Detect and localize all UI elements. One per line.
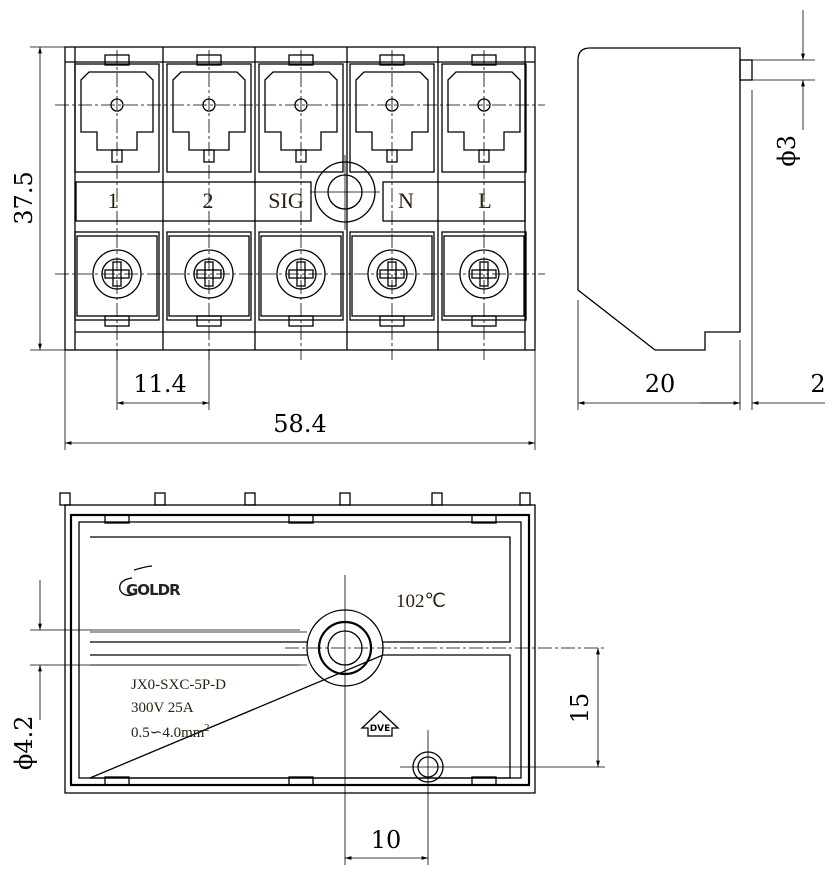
- terminal-label-2: 2: [203, 188, 214, 213]
- terminal-label-n: N: [398, 188, 414, 213]
- dim-pitch: 11.4: [133, 370, 186, 398]
- top-view: [55, 46, 545, 360]
- dim-hole-diameter: ϕ4.2: [10, 715, 38, 770]
- dim-hole-offset-x: 10: [371, 826, 402, 854]
- model-number: JX0-SXC-5P-D: [131, 677, 226, 693]
- dim-pin-diameter: ϕ3: [773, 135, 801, 167]
- temperature-rating: 102℃: [396, 591, 446, 612]
- terminal-label-l: L: [478, 188, 491, 213]
- bottom-view: [59, 492, 605, 865]
- dim-height: 37.5: [10, 171, 38, 224]
- screw-icon[interactable]: [276, 249, 326, 299]
- pin-tab: [431, 492, 443, 506]
- terminal-label-1: 1: [108, 188, 119, 213]
- dim-tab: 2: [810, 370, 825, 398]
- screw-icon[interactable]: [459, 249, 509, 299]
- goldr-logo: GOLDR: [119, 565, 182, 599]
- terminal-2: [166, 50, 252, 360]
- terminal-3: [258, 50, 344, 360]
- dim-hole-offset-y: 15: [566, 693, 594, 724]
- cert-mark: DVE: [370, 724, 391, 734]
- pin-tab: [519, 492, 531, 506]
- pin-tab: [154, 492, 166, 506]
- svg-text:GOLDR: GOLDR: [126, 581, 181, 599]
- screw-icon[interactable]: [184, 249, 234, 299]
- pin-tab: [59, 492, 71, 506]
- pin-tab: [339, 492, 351, 506]
- electrical-rating: 300V 25A: [131, 700, 194, 716]
- bottom-view-dimensions: [30, 580, 600, 860]
- terminal-4: [349, 50, 435, 360]
- screw-icon[interactable]: [92, 249, 142, 299]
- top-view-dimensions: [30, 46, 536, 450]
- side-view: [577, 10, 825, 410]
- pin-tab: [244, 492, 256, 506]
- terminal-label-sig: SIG: [268, 188, 304, 213]
- dim-depth: 20: [645, 370, 676, 398]
- terminal-1: [74, 50, 160, 360]
- screw-icon[interactable]: [367, 249, 417, 299]
- wire-range: 0.5∽4.0mm2: [131, 723, 209, 741]
- dim-width: 58.4: [273, 410, 326, 438]
- terminal-5: [441, 50, 527, 360]
